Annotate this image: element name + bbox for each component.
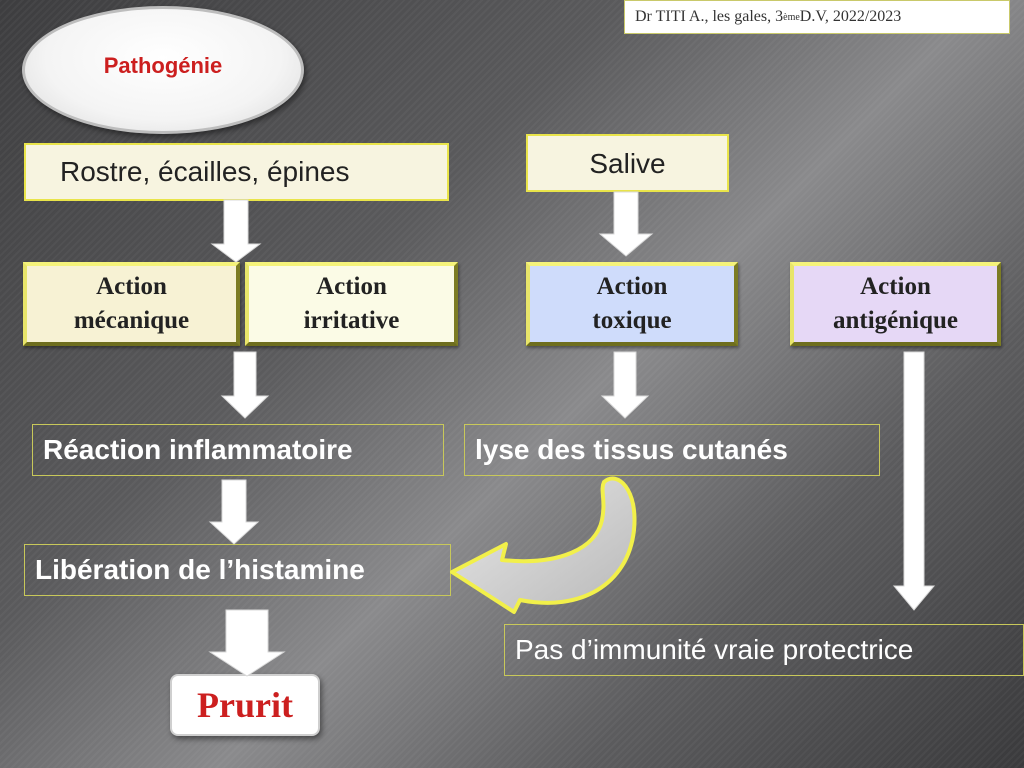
- action-irritative-line2: irritative: [303, 307, 400, 334]
- source-saliva-box: Salive: [526, 134, 729, 192]
- lysis-text: lyse des tissus cutanés: [475, 434, 788, 465]
- pruritus-text: Prurit: [197, 685, 293, 725]
- credit-sup: ème: [783, 11, 800, 23]
- action-mechanical-line1: Action: [96, 273, 167, 300]
- arrow-down-icon: [208, 479, 260, 545]
- inflammation-text: Réaction inflammatoire: [43, 434, 353, 465]
- action-mechanical-line2: mécanique: [73, 307, 190, 334]
- histamine-box: Libération de l’histamine: [24, 544, 451, 596]
- credit-prefix: Dr TITI A., les gales, 3: [635, 8, 784, 25]
- action-irritative-box: Action irritative: [245, 262, 458, 346]
- histamine-text: Libération de l’histamine: [35, 554, 365, 585]
- action-mechanical-box: Action mécanique: [23, 262, 240, 346]
- action-antigenic-box: Action antigénique: [790, 262, 1001, 346]
- curved-arrow-icon: [450, 476, 637, 614]
- credit-suffix: D.V, 2022/2023: [799, 8, 902, 25]
- arrow-down-icon: [210, 199, 262, 263]
- source-mechanical-text: Rostre, écailles, épines: [60, 156, 350, 187]
- immunity-text: Pas d’immunité vraie protectrice: [515, 634, 914, 665]
- arrow-down-icon: [598, 191, 654, 257]
- arrow-down-icon: [208, 609, 286, 677]
- arrow-down-icon: [220, 351, 270, 419]
- source-saliva-text: Salive: [589, 148, 666, 179]
- immunity-box: Pas d’immunité vraie protectrice: [504, 624, 1024, 676]
- arrow-down-icon: [892, 351, 936, 611]
- action-toxic-line1: Action: [596, 273, 668, 300]
- action-irritative-line1: Action: [316, 273, 387, 300]
- action-antigenic-line2: antigénique: [832, 307, 959, 334]
- action-toxic-line2: toxique: [592, 307, 672, 334]
- lysis-box: lyse des tissus cutanés: [464, 424, 880, 476]
- action-toxic-box: Action toxique: [526, 262, 738, 346]
- title-oval: Pathogénie: [22, 6, 304, 134]
- arrow-down-icon: [600, 351, 650, 419]
- slide-title: Pathogénie: [103, 53, 223, 78]
- source-mechanical-box: Rostre, écailles, épines: [24, 143, 449, 201]
- action-antigenic-line1: Action: [860, 273, 931, 300]
- inflammation-box: Réaction inflammatoire: [32, 424, 444, 476]
